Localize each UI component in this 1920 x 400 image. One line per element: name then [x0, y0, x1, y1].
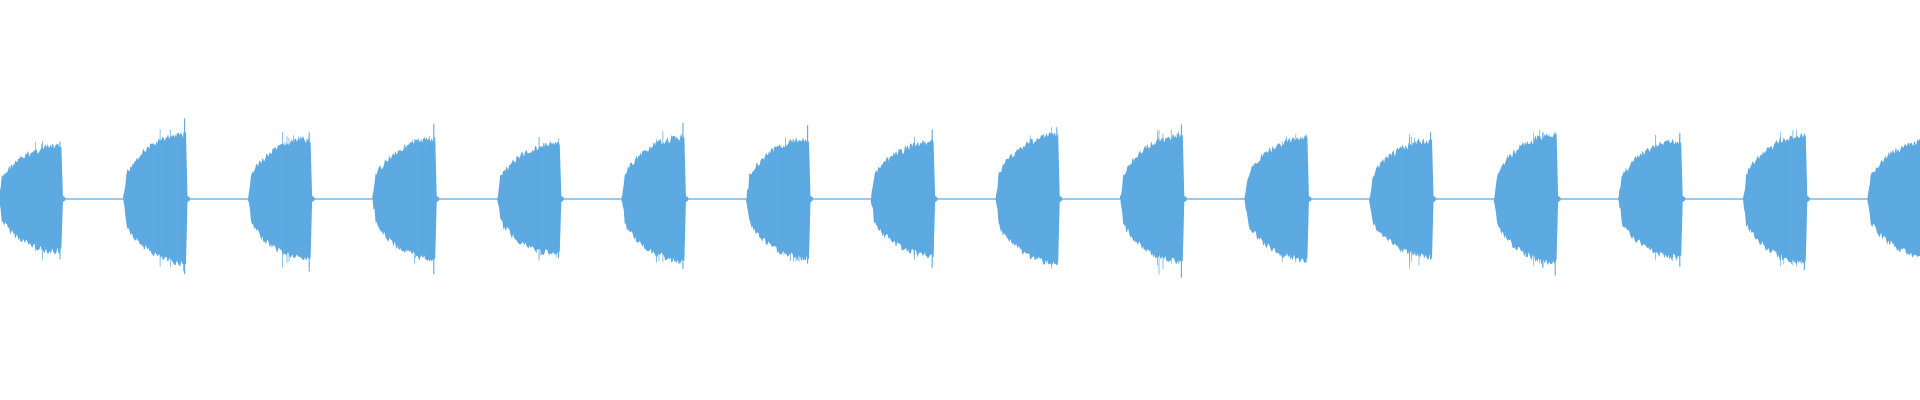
- waveform-pulse: [1369, 138, 1436, 260]
- waveform-pulse: [1244, 135, 1312, 264]
- waveform-pulse: [621, 134, 689, 264]
- waveform-pulse: [372, 136, 440, 262]
- waveform-pulse: [123, 131, 190, 267]
- waveform-pulse: [1493, 132, 1561, 265]
- waveform-pulse: [0, 143, 66, 254]
- waveform-pulse: [1867, 139, 1920, 258]
- waveform-pulse: [247, 135, 315, 261]
- waveform-channel: [0, 118, 1920, 278]
- waveform-pulse: [1618, 138, 1686, 261]
- waveform-pulse: [1120, 133, 1187, 265]
- waveform-pulse: [1743, 132, 1810, 265]
- waveform-pulse: [497, 141, 564, 256]
- waveform-pulse: [995, 132, 1063, 267]
- waveform-pulse: [870, 139, 938, 259]
